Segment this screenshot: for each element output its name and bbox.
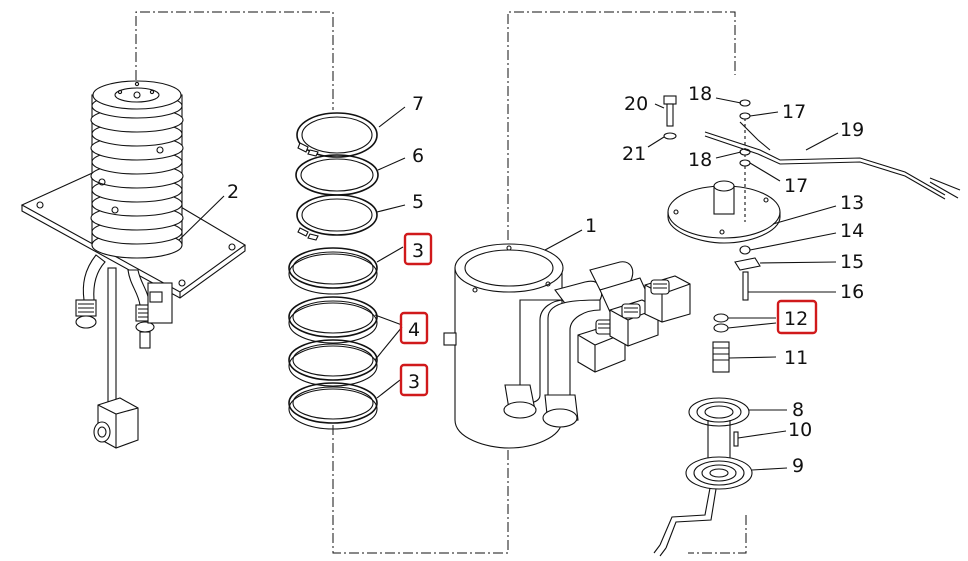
leader-lines bbox=[178, 97, 839, 471]
label-part-8: 8 bbox=[792, 399, 804, 421]
label-part-12: 12 bbox=[784, 308, 808, 330]
part-2-valve-stack bbox=[20, 80, 247, 449]
label-part-5: 5 bbox=[412, 191, 424, 213]
label-part-9: 9 bbox=[792, 455, 804, 477]
part-labels: 7 6 5 3 4 3 2 1 20 21 18 18 17 17 19 13 … bbox=[227, 83, 864, 477]
label-part-19: 19 bbox=[840, 119, 864, 141]
highlight-boxes bbox=[399, 232, 818, 397]
label-part-17-lower: 17 bbox=[784, 175, 808, 197]
label-part-1: 1 bbox=[585, 215, 597, 237]
highlight-box-12 bbox=[776, 299, 818, 335]
part-13-cover-plate bbox=[663, 95, 961, 301]
label-part-21: 21 bbox=[622, 143, 646, 165]
label-part-2: 2 bbox=[227, 181, 239, 203]
label-part-18-upper: 18 bbox=[688, 83, 712, 105]
label-part-6: 6 bbox=[412, 145, 424, 167]
ring-stack bbox=[288, 112, 379, 430]
highlight-box-4 bbox=[399, 311, 429, 345]
label-part-20: 20 bbox=[624, 93, 648, 115]
part-1-cylinder-body bbox=[443, 243, 691, 449]
label-part-4: 4 bbox=[408, 319, 420, 341]
highlight-box-3-upper bbox=[403, 232, 433, 266]
label-part-13: 13 bbox=[840, 192, 864, 214]
label-part-3-upper: 3 bbox=[412, 240, 424, 262]
label-part-14: 14 bbox=[840, 220, 864, 242]
label-part-18-lower: 18 bbox=[688, 149, 712, 171]
label-part-7: 7 bbox=[412, 93, 424, 115]
group-lines bbox=[135, 11, 747, 554]
part-8-9-10-coils bbox=[653, 397, 753, 557]
highlight-box-3-lower bbox=[399, 363, 429, 397]
label-part-11: 11 bbox=[784, 347, 808, 369]
label-part-10: 10 bbox=[788, 419, 812, 441]
label-part-3-lower: 3 bbox=[408, 371, 420, 393]
label-part-17-upper: 17 bbox=[782, 101, 806, 123]
label-part-16: 16 bbox=[840, 281, 864, 303]
label-part-15: 15 bbox=[840, 251, 864, 273]
part-11-12-fitting bbox=[712, 313, 730, 373]
